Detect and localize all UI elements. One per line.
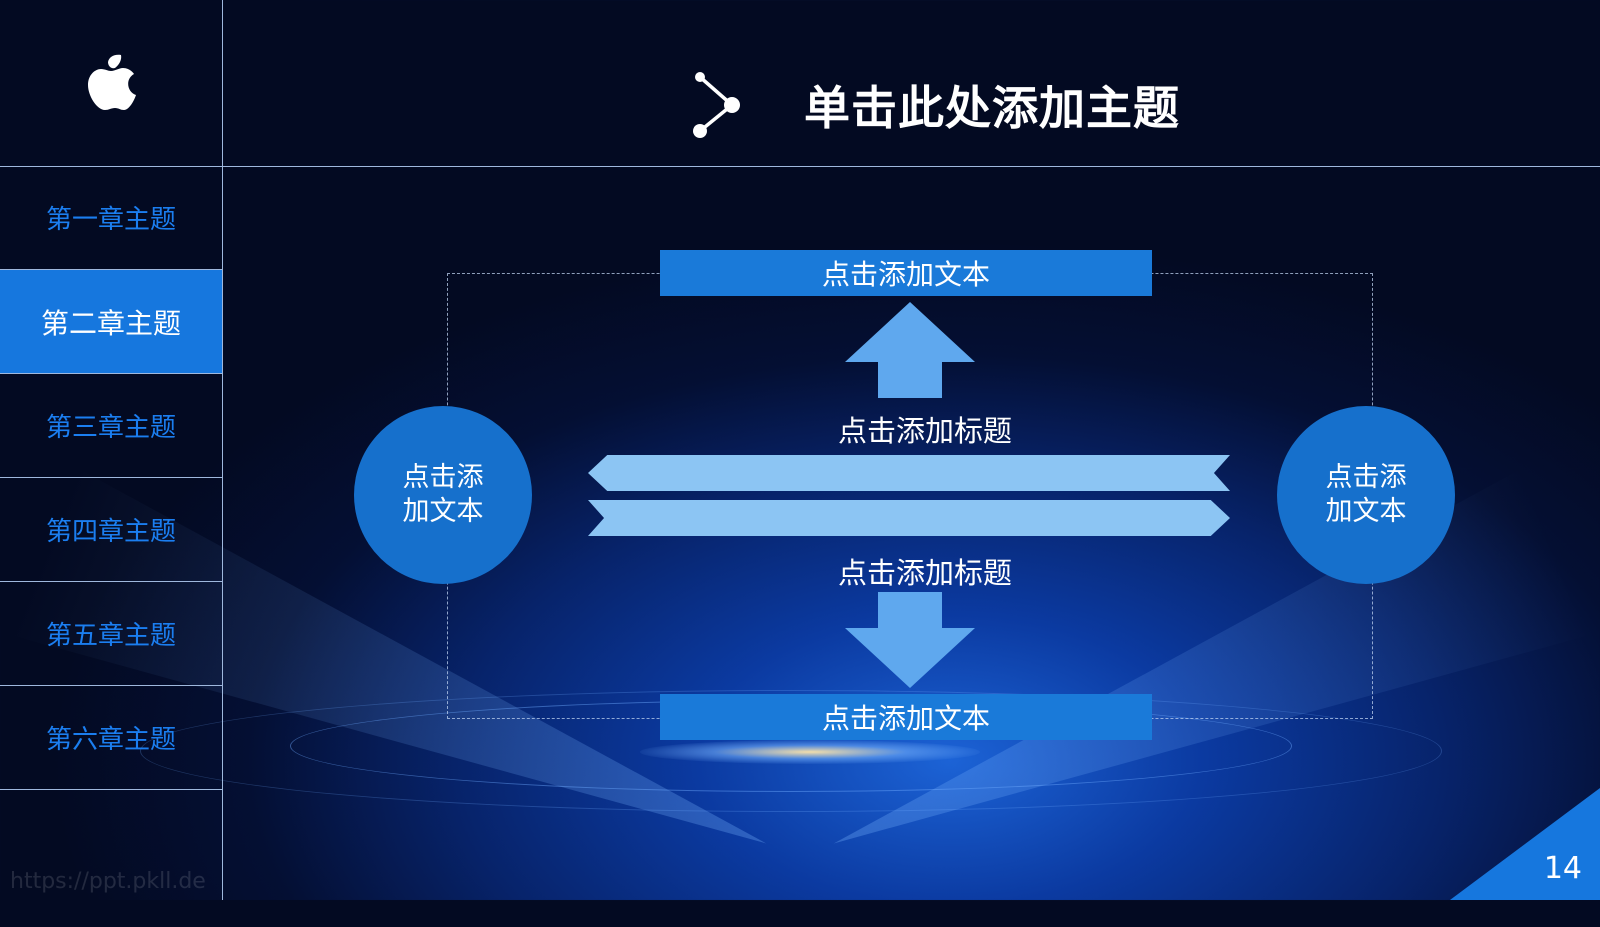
sidebar-item-chapter-2[interactable]: 第二章主题 bbox=[0, 270, 222, 374]
page-title[interactable]: 单击此处添加主题 bbox=[804, 81, 1180, 135]
sidebar-item-chapter-4[interactable]: 第四章主题 bbox=[0, 478, 222, 582]
horizon-glow bbox=[640, 740, 980, 764]
top-text-box[interactable]: 点击添加文本 bbox=[660, 250, 1152, 296]
header-divider bbox=[222, 166, 1600, 167]
left-arrow-band bbox=[588, 455, 1230, 491]
sidebar-item-chapter-3[interactable]: 第三章主题 bbox=[0, 374, 222, 478]
sidebar-item-chapter-1[interactable]: 第一章主题 bbox=[0, 166, 222, 270]
left-circle-line-1: 点击添 bbox=[402, 462, 484, 493]
page-number: 14 bbox=[1543, 851, 1582, 886]
logo-area bbox=[0, 0, 222, 167]
sidebar-item-chapter-5[interactable]: 第五章主题 bbox=[0, 582, 222, 686]
right-arrow-band bbox=[588, 500, 1230, 536]
arrow-down-icon bbox=[845, 592, 975, 688]
page-header: 单击此处添加主题 bbox=[690, 65, 1180, 145]
stage-ring-outer bbox=[140, 690, 1442, 812]
left-circle-line-2: 加文本 bbox=[402, 496, 484, 527]
upper-title[interactable]: 点击添加标题 bbox=[837, 414, 1012, 448]
apple-logo-icon bbox=[88, 54, 136, 110]
sidebar: 第一章主题 第二章主题 第三章主题 第四章主题 第五章主题 第六章主题 bbox=[0, 0, 223, 900]
right-circle[interactable]: 点击添 加文本 bbox=[1277, 406, 1455, 584]
sidebar-item-chapter-6[interactable]: 第六章主题 bbox=[0, 686, 222, 790]
share-icon bbox=[693, 72, 740, 138]
watermark-url: https://ppt.pkll.de bbox=[10, 869, 206, 894]
lower-title[interactable]: 点击添加标题 bbox=[837, 556, 1012, 590]
bottom-text-box[interactable]: 点击添加文本 bbox=[660, 694, 1152, 740]
right-circle-line-2: 加文本 bbox=[1325, 496, 1407, 527]
chapter-nav: 第一章主题 第二章主题 第三章主题 第四章主题 第五章主题 第六章主题 bbox=[0, 166, 222, 790]
left-circle[interactable]: 点击添 加文本 bbox=[354, 406, 532, 584]
right-circle-line-1: 点击添 bbox=[1325, 462, 1407, 493]
arrow-up-icon bbox=[845, 302, 975, 398]
